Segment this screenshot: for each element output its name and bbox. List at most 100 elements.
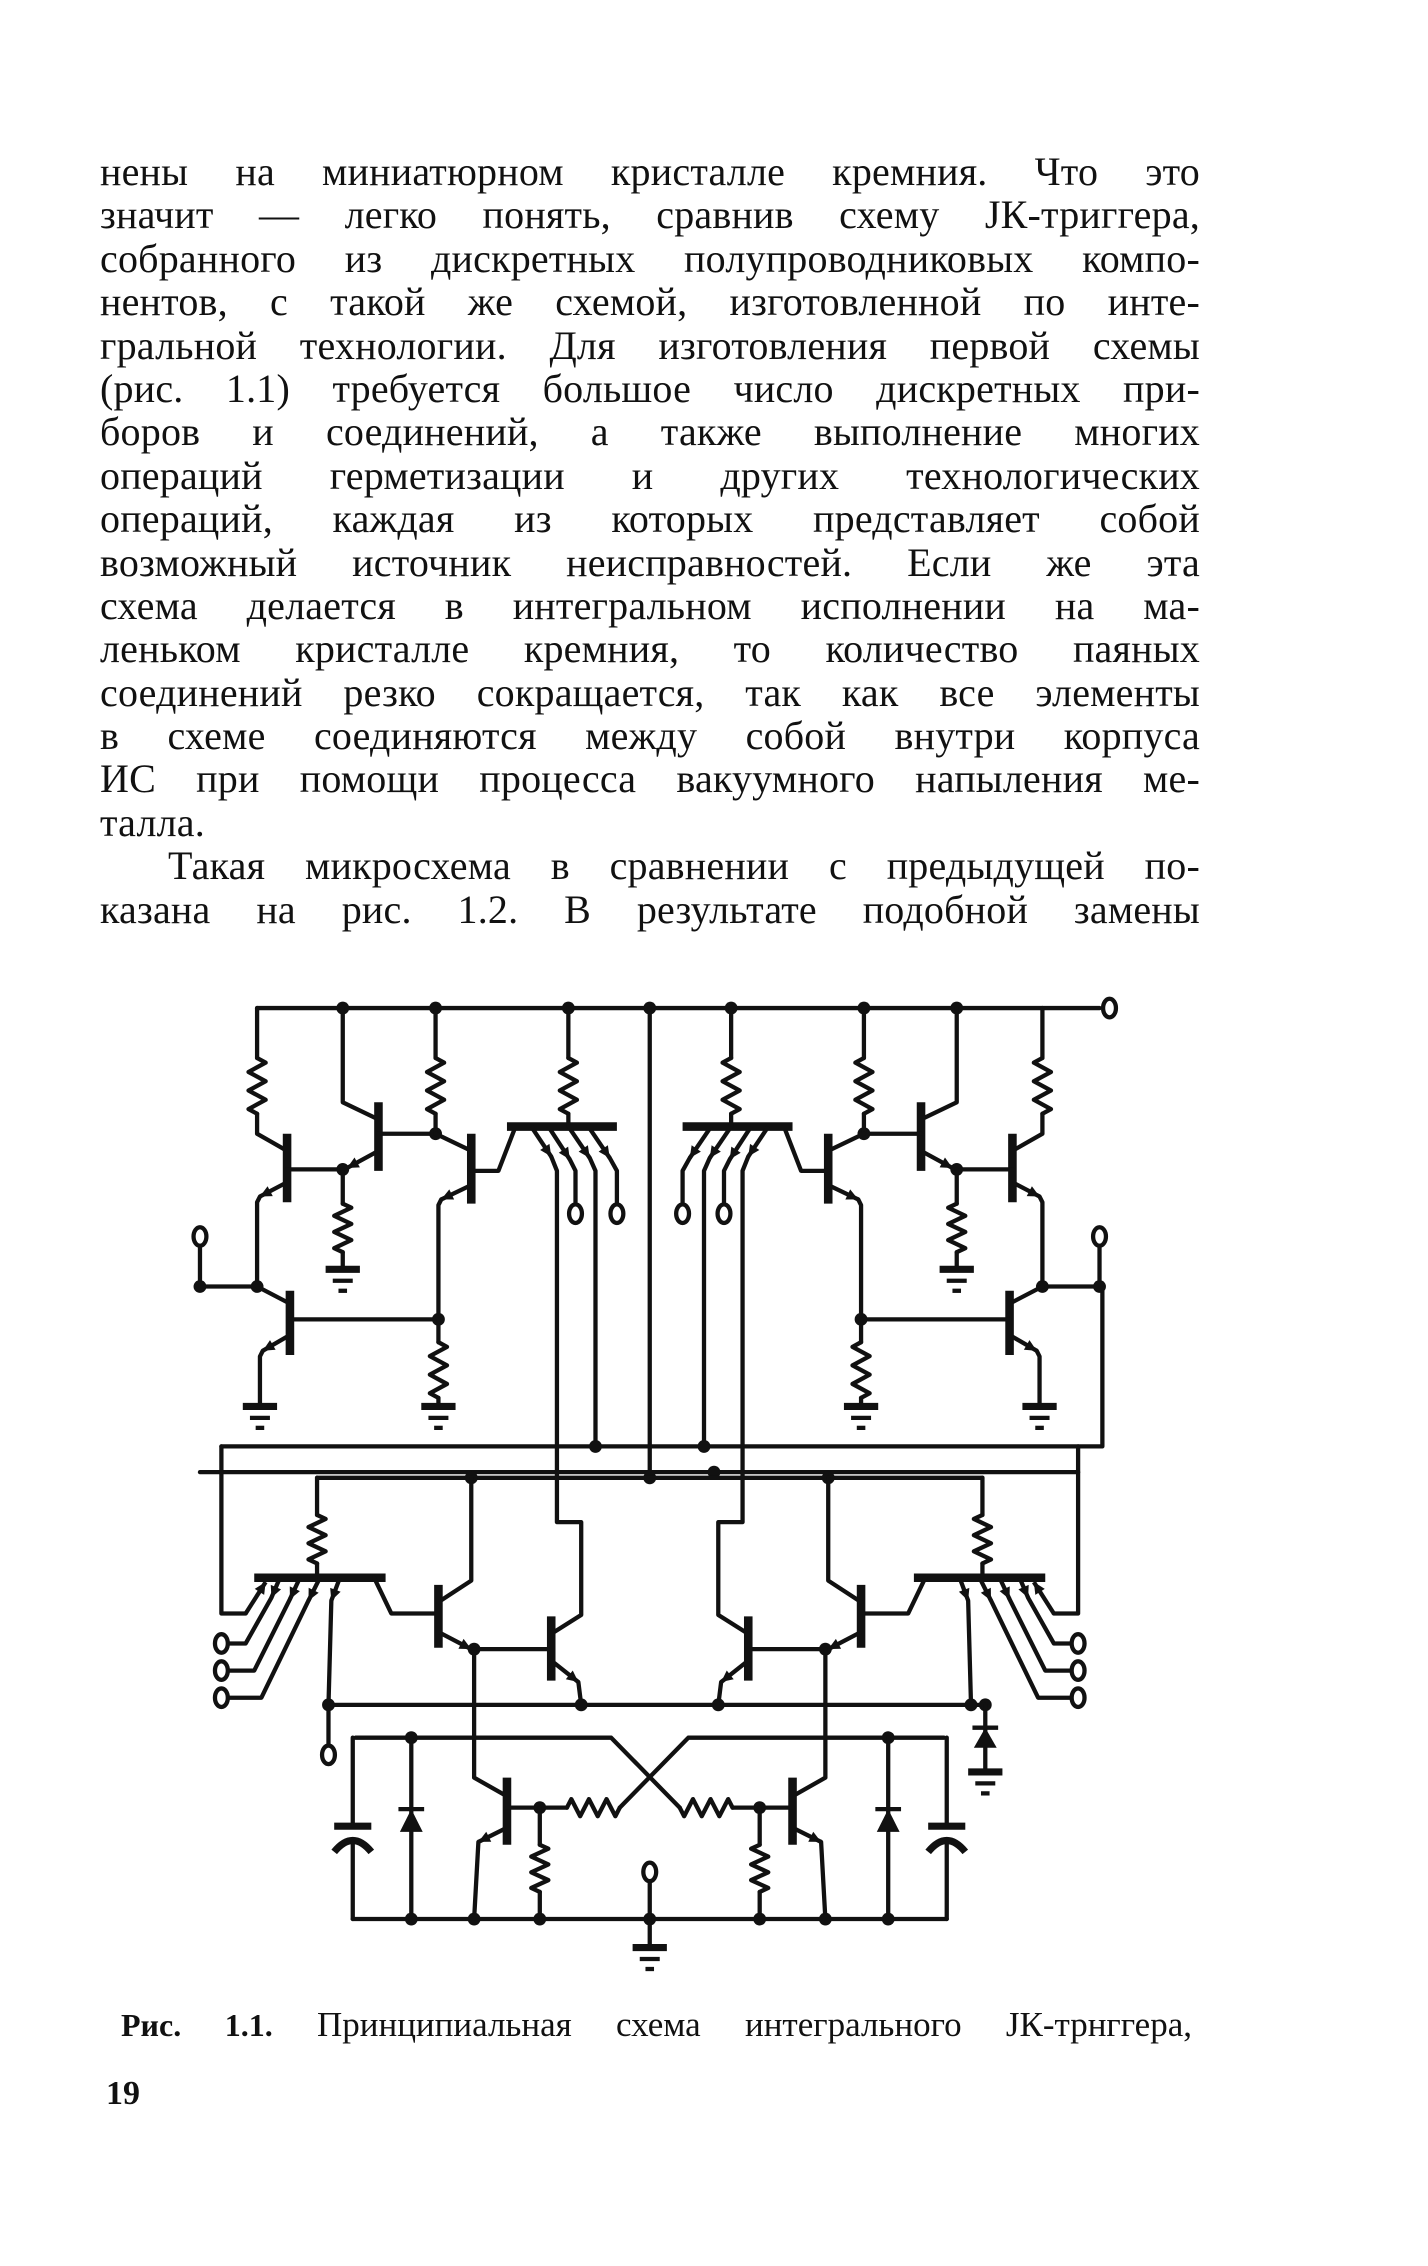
junction-dot bbox=[467, 1912, 481, 1926]
junction-dot bbox=[533, 1912, 547, 1926]
junction-dot bbox=[753, 1912, 767, 1926]
junction-dot bbox=[1093, 1280, 1106, 1293]
junction-dot bbox=[964, 1698, 978, 1712]
terminal-icon bbox=[212, 1659, 230, 1683]
wire bbox=[1007, 1597, 1072, 1673]
text-line: схема делается в интегральном исполнении… bbox=[100, 582, 1200, 628]
terminal-icon bbox=[212, 1686, 230, 1710]
emitter-arrow-icon bbox=[441, 1189, 455, 1200]
emitter-arrow-icon bbox=[308, 1587, 319, 1601]
emitter-arrow-icon bbox=[845, 1189, 859, 1200]
schematic-right-half bbox=[617, 1001, 1109, 1926]
text-line: в схеме соединяются между собой внутри к… bbox=[100, 713, 1200, 759]
wire bbox=[1037, 1194, 1045, 1289]
ground-icon bbox=[421, 1402, 456, 1430]
resistor bbox=[1031, 1055, 1054, 1116]
junction-dot bbox=[707, 1465, 721, 1479]
emitter-arrow-icon bbox=[958, 1587, 970, 1601]
junction-dot bbox=[404, 1912, 418, 1926]
terminal-icon bbox=[191, 1225, 209, 1248]
wire bbox=[1051, 1444, 1081, 1616]
text-line: боров и соединений, а также выполнение м… bbox=[100, 409, 1200, 455]
emitter-arrow-icon bbox=[709, 1145, 721, 1158]
wire bbox=[227, 1597, 293, 1673]
schematic-common-wiring bbox=[197, 996, 1119, 1972]
wire bbox=[790, 1647, 828, 1799]
wire bbox=[701, 1155, 712, 1449]
diode-triangle bbox=[399, 1809, 423, 1832]
wire bbox=[227, 1598, 311, 1700]
wire bbox=[856, 1197, 864, 1322]
body-text: нены на миниатюрном кристалле кремния. Ч… bbox=[100, 150, 1200, 931]
diode-icon bbox=[398, 1806, 425, 1832]
emitter-arrow-icon bbox=[1033, 1582, 1045, 1595]
emitter-arrow-icon bbox=[262, 1340, 276, 1351]
wire bbox=[716, 1154, 751, 1635]
terminal-icon bbox=[715, 1202, 733, 1226]
figure-caption: Рис. 1.1. Принципиальная схема интеграль… bbox=[121, 2005, 1192, 2045]
wire bbox=[858, 1575, 928, 1616]
emitter-arrow-icon bbox=[598, 1145, 610, 1158]
junction-dot bbox=[711, 1698, 725, 1712]
emitter-arrow-icon bbox=[558, 1146, 570, 1160]
junction-dot bbox=[818, 1912, 832, 1926]
wire bbox=[436, 1197, 444, 1322]
wire bbox=[826, 1131, 867, 1153]
wire bbox=[471, 1839, 481, 1922]
wire bbox=[326, 1598, 334, 1707]
wire bbox=[587, 1155, 598, 1449]
emitter-arrow-icon bbox=[689, 1145, 701, 1158]
wire bbox=[826, 1475, 864, 1605]
wire bbox=[257, 1348, 265, 1409]
wire bbox=[721, 1157, 732, 1205]
resistor bbox=[306, 1512, 328, 1566]
terminal-icon bbox=[608, 1202, 626, 1226]
resistor bbox=[850, 1340, 872, 1401]
emitter-arrow-icon bbox=[347, 1157, 360, 1168]
terminal-icon bbox=[1090, 1225, 1109, 1248]
ground-icon bbox=[1022, 1402, 1057, 1430]
wire bbox=[818, 1839, 828, 1922]
ground-icon bbox=[939, 1265, 974, 1293]
wire bbox=[918, 1005, 959, 1122]
wire bbox=[254, 1284, 293, 1306]
wire bbox=[680, 1155, 692, 1205]
junction-dot bbox=[881, 1912, 895, 1926]
junction-dot bbox=[697, 1439, 711, 1453]
terminal-icon bbox=[641, 1860, 659, 1884]
resistor bbox=[564, 1796, 622, 1819]
text-line: нены на миниатюрном кристалле кремния. Ч… bbox=[100, 149, 1200, 194]
resistor bbox=[246, 1055, 268, 1116]
wire bbox=[781, 1124, 831, 1173]
wire bbox=[219, 1284, 1105, 1449]
emitter-arrow-icon bbox=[578, 1145, 590, 1158]
wire bbox=[340, 1005, 381, 1122]
wire bbox=[254, 1111, 290, 1153]
emitter-arrow-icon bbox=[729, 1146, 741, 1160]
emitter-arrow-icon bbox=[1018, 1584, 1029, 1598]
terminal-icon bbox=[212, 1632, 230, 1655]
schematic-left-half bbox=[191, 1001, 682, 1926]
ground-icon bbox=[632, 1944, 667, 1972]
page-number: 19 bbox=[106, 2075, 140, 2112]
text-line: леньком кристалле кремния, то количество… bbox=[100, 626, 1200, 672]
emitter-arrow-icon bbox=[289, 1586, 300, 1600]
terminal-icon bbox=[1069, 1686, 1087, 1710]
resistor bbox=[971, 1512, 994, 1566]
emitter-arrow-icon bbox=[270, 1584, 282, 1598]
emitter-arrow-icon bbox=[330, 1587, 341, 1601]
emitter-arrow-icon bbox=[1023, 1340, 1037, 1351]
resistor bbox=[946, 1201, 968, 1255]
resistor bbox=[853, 1055, 875, 1116]
text-line: собранного из дискретных полупроводников… bbox=[100, 235, 1200, 281]
wire bbox=[353, 1735, 682, 1810]
figure-caption-text: Принципиальная схема интегрального JК-тр… bbox=[316, 2005, 1193, 2044]
emitter-arrow-icon bbox=[939, 1157, 953, 1168]
emitter-arrow-icon bbox=[999, 1586, 1010, 1600]
ground-icon bbox=[242, 1402, 278, 1430]
emitter-arrow-icon bbox=[721, 1670, 734, 1683]
ground-icon bbox=[968, 1768, 1003, 1796]
wire bbox=[607, 1155, 620, 1205]
resistor bbox=[529, 1842, 551, 1895]
